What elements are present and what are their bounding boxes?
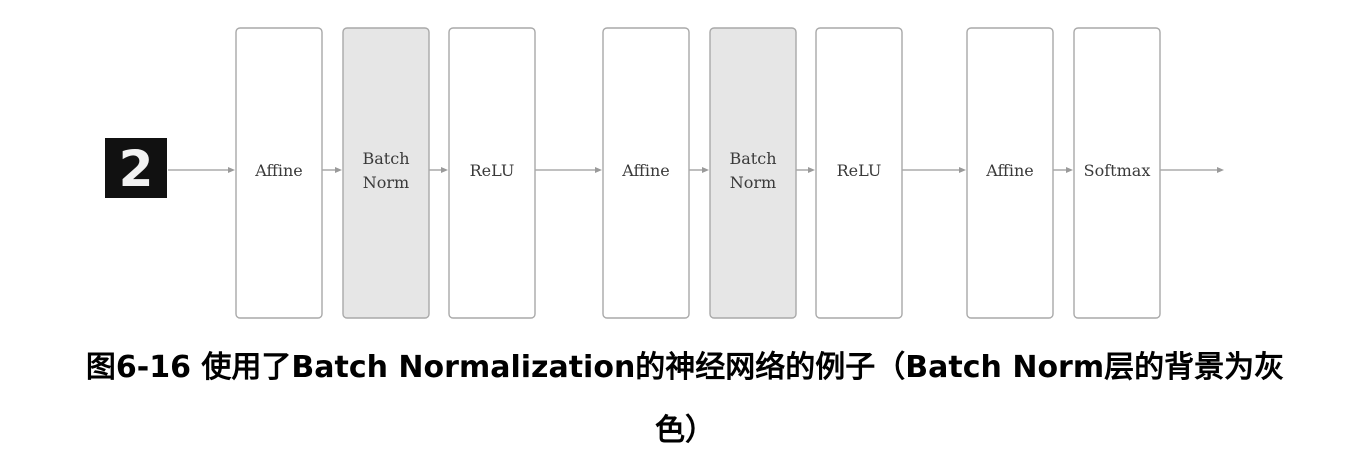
layer-box	[448, 27, 536, 319]
layer-affine-7: Affine	[966, 27, 1054, 319]
layer-box	[602, 27, 690, 319]
layer-box	[709, 27, 797, 319]
flow-arrow-1	[168, 167, 235, 173]
layer-softmax-8: Softmax	[1073, 27, 1161, 319]
layer-box	[1073, 27, 1161, 319]
layer-label: ReLU	[837, 161, 882, 180]
layer-label: Batch	[363, 149, 410, 168]
flow-arrow-2	[322, 167, 342, 173]
input-digit: 2	[119, 140, 154, 198]
layer-label: Softmax	[1084, 161, 1151, 180]
flow-arrow-7	[902, 167, 966, 173]
layer-box	[342, 27, 430, 319]
flow-arrow-3	[429, 167, 448, 173]
arrow-head	[1217, 167, 1224, 173]
layer-box	[815, 27, 903, 319]
layer-affine-1: Affine	[235, 27, 323, 319]
flow-arrow-8	[1053, 167, 1073, 173]
arrow-head	[228, 167, 235, 173]
arrow-head	[1066, 167, 1073, 173]
layer-label: Norm	[363, 173, 409, 192]
arrow-head	[959, 167, 966, 173]
layer-label: Affine	[254, 161, 303, 180]
layer-label: ReLU	[470, 161, 515, 180]
layer-affine-4: Affine	[602, 27, 690, 319]
layer-label: Affine	[621, 161, 670, 180]
flow-arrow-9	[1160, 167, 1224, 173]
layer-box	[235, 27, 323, 319]
layer-label: Batch	[730, 149, 777, 168]
figure-caption-line-1: 图6-16 使用了Batch Normalization的神经网络的例子（Bat…	[85, 350, 1285, 385]
layer-relu-3: ReLU	[448, 27, 536, 319]
layer-relu-6: ReLU	[815, 27, 903, 319]
arrow-head	[702, 167, 709, 173]
arrows	[168, 167, 1224, 173]
layer-box	[966, 27, 1054, 319]
flow-arrow-5	[689, 167, 709, 173]
arrow-head	[808, 167, 815, 173]
flow-arrow-4	[535, 167, 602, 173]
layer-label: Affine	[985, 161, 1034, 180]
input-image-background	[105, 138, 167, 198]
input-image: 2	[105, 138, 167, 198]
arrow-head	[335, 167, 342, 173]
figure-caption-line-2: 色）	[655, 413, 715, 448]
flow-arrow-6	[796, 167, 815, 173]
layer-label: Norm	[730, 173, 776, 192]
arrow-head	[595, 167, 602, 173]
arrow-head	[441, 167, 448, 173]
